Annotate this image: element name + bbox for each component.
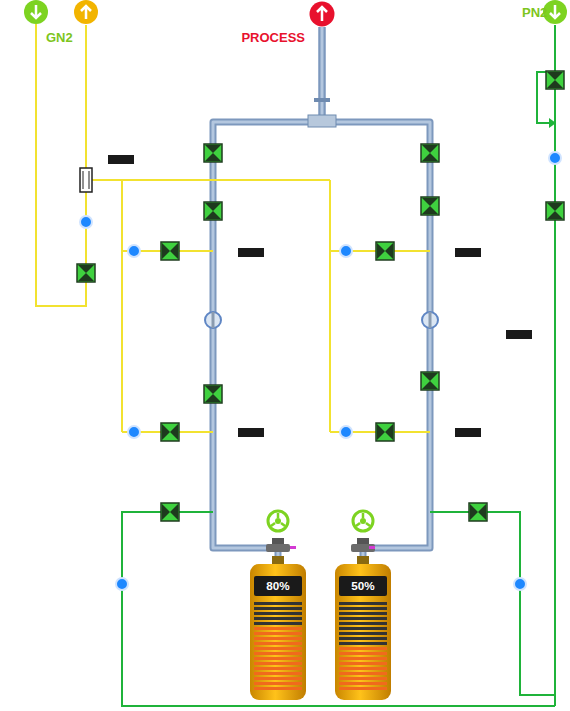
fill-level: 80% xyxy=(254,578,302,594)
process-pipe xyxy=(213,27,322,556)
outlet-symbol xyxy=(309,1,335,27)
gas-cylinder-node: 80% xyxy=(248,556,308,700)
fill-level: 50% xyxy=(339,578,387,594)
gas-supply-label: GN2 xyxy=(46,30,73,45)
process-outlet: PROCESS xyxy=(309,1,335,27)
gas-cylinder xyxy=(248,556,308,700)
outlet-label: PROCESS xyxy=(241,30,305,45)
gas-cylinder-node: 50% xyxy=(333,556,393,700)
gas-cylinder xyxy=(333,556,393,700)
gas-supply-label: PN2 xyxy=(522,5,547,20)
process-pipe xyxy=(322,27,430,556)
